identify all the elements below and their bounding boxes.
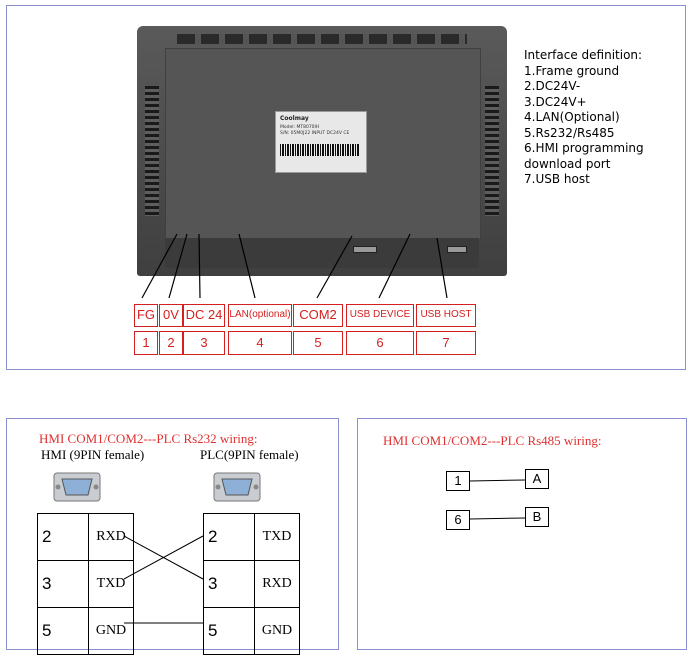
port-label-usb-host: USB HOST — [416, 304, 476, 327]
hmi-pin-box: 6 — [446, 510, 470, 530]
top-vents — [177, 34, 467, 44]
plc-pin-box: B — [525, 507, 549, 527]
port-number-7: 7 — [416, 331, 476, 355]
port-number-1: 1 — [134, 331, 158, 355]
port-number-6: 6 — [346, 331, 414, 355]
left-vents — [145, 86, 159, 216]
pin-number: 5 — [37, 607, 89, 655]
pin-signal: TXD — [254, 513, 300, 561]
port-label-0v: 0V — [159, 304, 183, 327]
hmi-pin-box: 1 — [446, 471, 470, 491]
hmi-db9-connector-icon — [53, 472, 101, 502]
plc-connector-label: PLC(9PIN female) — [200, 447, 299, 462]
interface-item: 3.DC24V+ — [524, 94, 587, 109]
wire-6-b — [469, 517, 526, 520]
pointer-lines — [141, 233, 448, 299]
rs485-wiring-panel: HMI COM1/COM2---PLC Rs485 wiring: 1 A 6 … — [357, 418, 687, 650]
port-number-4: 4 — [228, 331, 292, 355]
interface-item: 2.DC24V- — [524, 79, 581, 93]
plc-pin-box: A — [525, 469, 549, 489]
port-label-usb-device: USB DEVICE — [346, 304, 414, 327]
interface-item: 4.LAN(Optional) — [524, 110, 620, 124]
wire-1-a — [469, 479, 526, 482]
interface-panel: Coolmay Model: MT8070IH S/N: 05M0J22 INP… — [6, 5, 686, 370]
serial-text: S/N: 05M0J22 INPUT DC24V CE — [280, 131, 350, 136]
com2-port — [353, 246, 377, 253]
pin-number: 3 — [203, 560, 255, 608]
port-strip — [165, 238, 479, 268]
brand-logo: Coolmay — [280, 115, 309, 122]
rs232-wires — [123, 535, 204, 624]
plc-db9-connector-icon — [213, 472, 261, 502]
wire-txd-rxd — [123, 535, 204, 580]
hmi-connector-label: HMI (9PIN female) — [41, 447, 145, 462]
port-label-lan: LAN(optional) — [228, 304, 292, 327]
port-label-dc24: DC 24 — [183, 304, 225, 327]
interface-item: 6.HMI programming — [524, 141, 644, 155]
interface-title: Interface definition: — [524, 48, 643, 62]
port-number-3: 3 — [183, 331, 225, 355]
rs232-wiring-panel: HMI COM1/COM2---PLC Rs232 wiring: HMI (9… — [6, 418, 339, 655]
rs232-title: HMI COM1/COM2---PLC Rs232 wiring: — [39, 431, 258, 446]
port-number-5: 5 — [293, 331, 343, 355]
interface-item: download port — [524, 156, 611, 171]
port-label-com2: COM2 — [293, 304, 343, 327]
pin-number: 2 — [203, 513, 255, 561]
port-label-fg: FG — [134, 304, 158, 327]
pin-signal: TXD — [88, 560, 134, 608]
model-text: Model: MT8070IH — [280, 125, 320, 130]
usb-host-port — [447, 246, 467, 253]
interface-item: 5.Rs232/Rs485 — [524, 125, 615, 140]
interface-item: 7.USB host — [524, 172, 590, 186]
hmi-rear-photo: Coolmay Model: MT8070IH S/N: 05M0J22 INP… — [137, 26, 507, 276]
interface-item: 1.Frame ground — [524, 63, 620, 78]
product-label: Coolmay Model: MT8070IH S/N: 05M0J22 INP… — [275, 111, 367, 173]
pin-signal: GND — [254, 607, 300, 655]
interface-definition: Interface definition: 1.Frame ground 2.D… — [524, 48, 644, 188]
pin-number: 2 — [37, 513, 89, 561]
right-vents — [485, 86, 499, 216]
rs485-wires — [469, 479, 526, 520]
rs485-title: HMI COM1/COM2---PLC Rs485 wiring: — [383, 433, 602, 448]
port-number-2: 2 — [159, 331, 183, 355]
pin-signal: RXD — [254, 560, 300, 608]
barcode — [280, 144, 360, 156]
